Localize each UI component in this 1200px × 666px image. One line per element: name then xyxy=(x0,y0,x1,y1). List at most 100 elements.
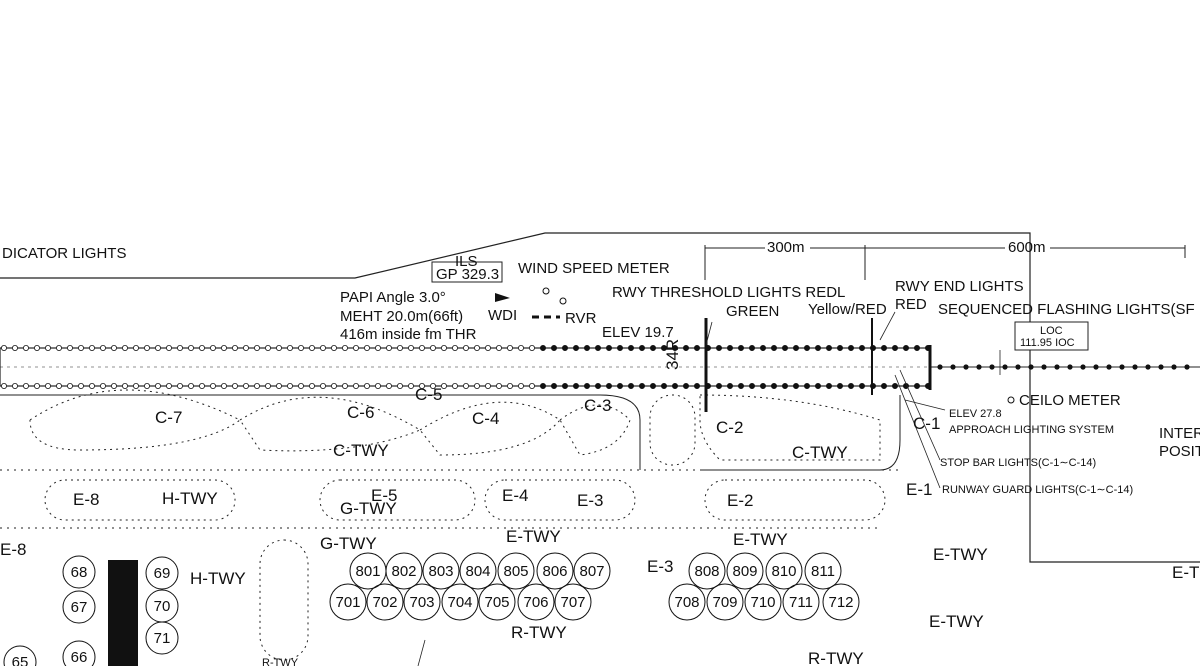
approach-light xyxy=(1002,364,1008,370)
edge-light xyxy=(495,382,502,389)
stand-65: 65 xyxy=(3,645,37,666)
stand-number: 702 xyxy=(372,594,397,611)
edge-light xyxy=(859,382,866,389)
stand-circle xyxy=(517,583,555,621)
stand-number: 71 xyxy=(154,630,171,647)
edge-light xyxy=(451,382,458,389)
stand-circle xyxy=(3,645,37,666)
edge-light xyxy=(914,344,921,351)
edge-light xyxy=(540,382,547,389)
edge-light xyxy=(551,344,558,351)
edge-light xyxy=(132,344,139,351)
stand-circle xyxy=(573,552,611,590)
approach-light xyxy=(1028,364,1034,370)
edge-light xyxy=(34,344,41,351)
twy-r-twy-c: R-TWY xyxy=(262,657,299,666)
edge-light xyxy=(308,382,315,389)
edge-light xyxy=(143,344,150,351)
edge-light xyxy=(440,382,447,389)
approach-label: APPROACH LIGHTING SYSTEM xyxy=(949,424,1114,436)
edge-light xyxy=(639,382,646,389)
edge-light xyxy=(34,382,41,389)
approach-light xyxy=(1132,364,1138,370)
edge-light xyxy=(154,382,161,389)
approach-light xyxy=(963,364,969,370)
edge-light xyxy=(650,382,657,389)
approach-light xyxy=(1119,364,1125,370)
edge-light xyxy=(573,344,580,351)
edge-light xyxy=(815,344,822,351)
papi-dist-label: 416m inside fm THR xyxy=(340,326,477,343)
guard-label: RUNWAY GUARD LIGHTS(C-1∼C-14) xyxy=(942,484,1133,496)
stand-702: 702 xyxy=(366,583,404,621)
meht-label: MEHT 20.0m(66ft) xyxy=(340,308,463,325)
stand-circle xyxy=(145,556,179,590)
stand-802: 802 xyxy=(385,552,423,590)
stand-803: 803 xyxy=(422,552,460,590)
edge-light xyxy=(606,344,613,351)
seq-flash-label: SEQUENCED FLASHING LIGHTS(SF xyxy=(938,301,1195,318)
edge-light xyxy=(727,382,734,389)
approach-light xyxy=(1093,364,1099,370)
stand-811: 811 xyxy=(804,552,842,590)
edge-light xyxy=(562,382,569,389)
stand-number: 710 xyxy=(750,594,775,611)
edge-light xyxy=(881,382,888,389)
runway-number: 34R xyxy=(663,339,682,370)
stand-circle xyxy=(536,552,574,590)
stand-704: 704 xyxy=(441,583,479,621)
stop-bar-label: STOP BAR LIGHTS(C-1∼C-14) xyxy=(940,457,1096,469)
stand-712: 712 xyxy=(822,583,860,621)
edge-light xyxy=(540,344,547,351)
edge-light xyxy=(297,382,304,389)
twy-e1: E-1 xyxy=(906,480,932,499)
edge-light xyxy=(628,344,635,351)
edge-light xyxy=(187,382,194,389)
twy-e-twy-e: E-T xyxy=(1172,563,1199,582)
stand-68: 68 xyxy=(62,555,96,589)
edge-light xyxy=(584,382,591,389)
ceilo-icon xyxy=(1007,396,1015,404)
loc-box xyxy=(1014,321,1089,351)
edge-light xyxy=(319,382,326,389)
stand-number: 705 xyxy=(484,594,509,611)
edge-light xyxy=(617,382,624,389)
edge-light xyxy=(67,344,74,351)
edge-light xyxy=(111,344,118,351)
edge-light xyxy=(143,382,150,389)
edge-light xyxy=(396,382,403,389)
upper-border-line xyxy=(0,232,1200,563)
stand-804: 804 xyxy=(459,552,497,590)
edge-light xyxy=(56,382,63,389)
edge-light xyxy=(661,344,668,351)
stand-circle xyxy=(497,552,535,590)
edge-light xyxy=(738,382,745,389)
edge-light xyxy=(573,382,580,389)
rwy-end-label: RWY END LIGHTS xyxy=(895,278,1024,295)
stand-circle xyxy=(422,552,460,590)
edge-light xyxy=(473,344,480,351)
edge-light xyxy=(595,382,602,389)
stand-number: 806 xyxy=(542,563,567,580)
edge-light xyxy=(374,344,381,351)
stand-circle xyxy=(804,552,842,590)
edge-light xyxy=(826,382,833,389)
edge-light xyxy=(111,382,118,389)
stand-circle xyxy=(668,583,706,621)
wdi-icon xyxy=(495,293,510,302)
edge-light xyxy=(330,344,337,351)
edge-light xyxy=(815,382,822,389)
twy-c5: C-5 xyxy=(415,385,442,404)
approach-light xyxy=(937,364,943,370)
edge-light xyxy=(584,344,591,351)
stand-number: 704 xyxy=(447,594,472,611)
twy-e-twy-c: E-TWY xyxy=(933,545,988,564)
edge-light xyxy=(275,344,282,351)
gp-label: GP 329.3 xyxy=(436,266,499,283)
stand-circle xyxy=(765,552,803,590)
twy-e3: E-3 xyxy=(577,491,603,510)
edge-light xyxy=(892,382,899,389)
edge-light xyxy=(341,382,348,389)
edge-light xyxy=(760,382,767,389)
